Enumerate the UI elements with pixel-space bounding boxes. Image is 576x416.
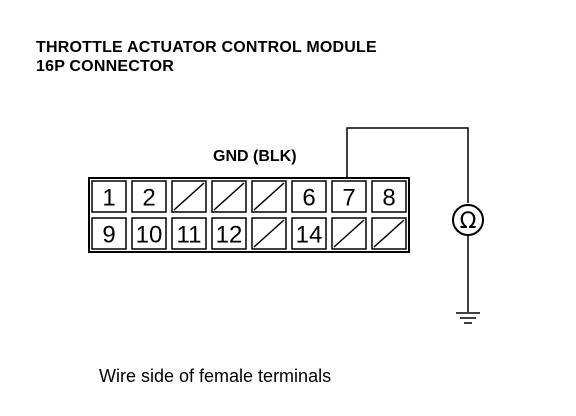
connector-outline: [88, 177, 410, 253]
terminal-empty: [371, 217, 407, 250]
title-line-1: THROTTLE ACTUATOR CONTROL MODULE: [36, 39, 377, 56]
unused-terminal-slash: [333, 219, 365, 248]
terminal-number: 1: [102, 185, 115, 212]
terminal-number: 7: [342, 185, 355, 212]
terminal-12: 12: [211, 217, 247, 250]
terminal-14: 14: [291, 217, 327, 250]
unused-terminal-slash: [253, 219, 285, 248]
ground-icon: [456, 312, 480, 324]
terminal-6: 6: [291, 180, 327, 213]
test-lead-wire: [346, 127, 469, 203]
terminal-2: 2: [131, 180, 167, 213]
terminal-empty: [171, 180, 207, 213]
unused-terminal-slash: [253, 182, 285, 211]
ground-terminal-label: GND (BLK): [213, 148, 297, 165]
connector-view-caption: Wire side of female terminals: [99, 366, 332, 386]
ohm-symbol: Ω: [460, 209, 477, 234]
title-line-2: 16P CONNECTOR: [36, 58, 175, 75]
unused-terminal-slash: [173, 182, 205, 211]
terminal-number: 12: [216, 222, 243, 249]
terminal-1: 1: [91, 180, 127, 213]
terminal-number: 10: [136, 222, 163, 249]
terminal-number: 6: [302, 185, 315, 212]
diagram-title: THROTTLE ACTUATOR CONTROL MODULE 16P CON…: [36, 38, 377, 76]
terminal-9: 9: [91, 217, 127, 250]
terminal-number: 14: [296, 222, 323, 249]
terminal-number: 9: [102, 222, 115, 249]
unused-terminal-slash: [373, 219, 405, 248]
terminal-empty: [251, 217, 287, 250]
terminal-number: 8: [382, 185, 395, 212]
unused-terminal-slash: [213, 182, 245, 211]
terminal-7: 7: [331, 180, 367, 213]
terminal-empty: [251, 180, 287, 213]
terminal-empty: [331, 217, 367, 250]
terminal-number: 11: [177, 222, 202, 249]
terminal-empty: [211, 180, 247, 213]
terminal-10: 10: [131, 217, 167, 250]
ohmmeter-icon: Ω: [452, 204, 484, 236]
terminal-number: 2: [142, 185, 155, 212]
terminal-11: 11: [171, 217, 207, 250]
terminal-8: 8: [371, 180, 407, 213]
